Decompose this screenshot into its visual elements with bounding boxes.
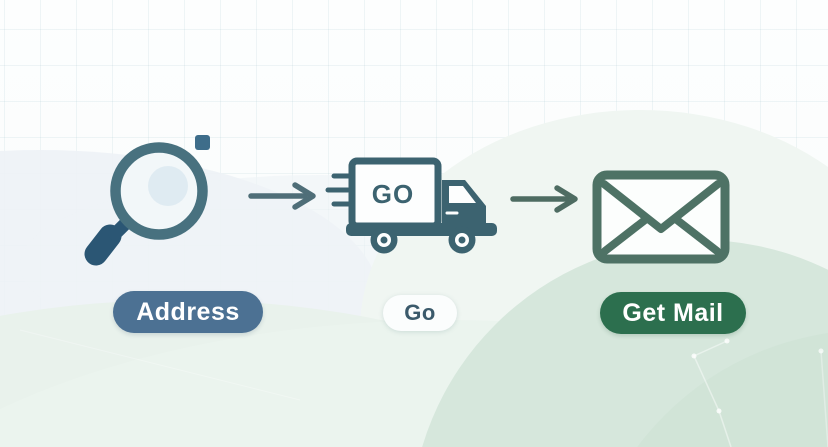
envelope-fold-left [601,216,649,255]
envelope-body [592,170,730,264]
arrow-right-icon-2 [510,185,578,213]
truck-go-text: GO [372,179,414,209]
address-label: Address [136,297,240,326]
envelope-flap [600,180,722,233]
envelope-fold-right [673,216,721,255]
truck-box [348,157,442,230]
address-label-pill[interactable]: Address [113,291,263,333]
arrow-right-icon-1 [248,182,316,210]
go-label-pill[interactable]: Go [383,295,457,331]
constellation-decoration [19,329,828,447]
get-mail-label: Get Mail [622,298,724,327]
magnifier-lens-highlight [148,166,188,206]
magnifier-detail-square [195,135,210,150]
magnifier-handle [84,224,122,266]
magnifier-icon [84,135,210,266]
envelope-icon [592,170,730,264]
get-mail-label-pill[interactable]: Get Mail [600,292,746,334]
truck-wheels [370,226,476,254]
delivery-truck-icon: GO [325,157,497,254]
truck-window [449,186,476,203]
go-label: Go [404,300,436,325]
